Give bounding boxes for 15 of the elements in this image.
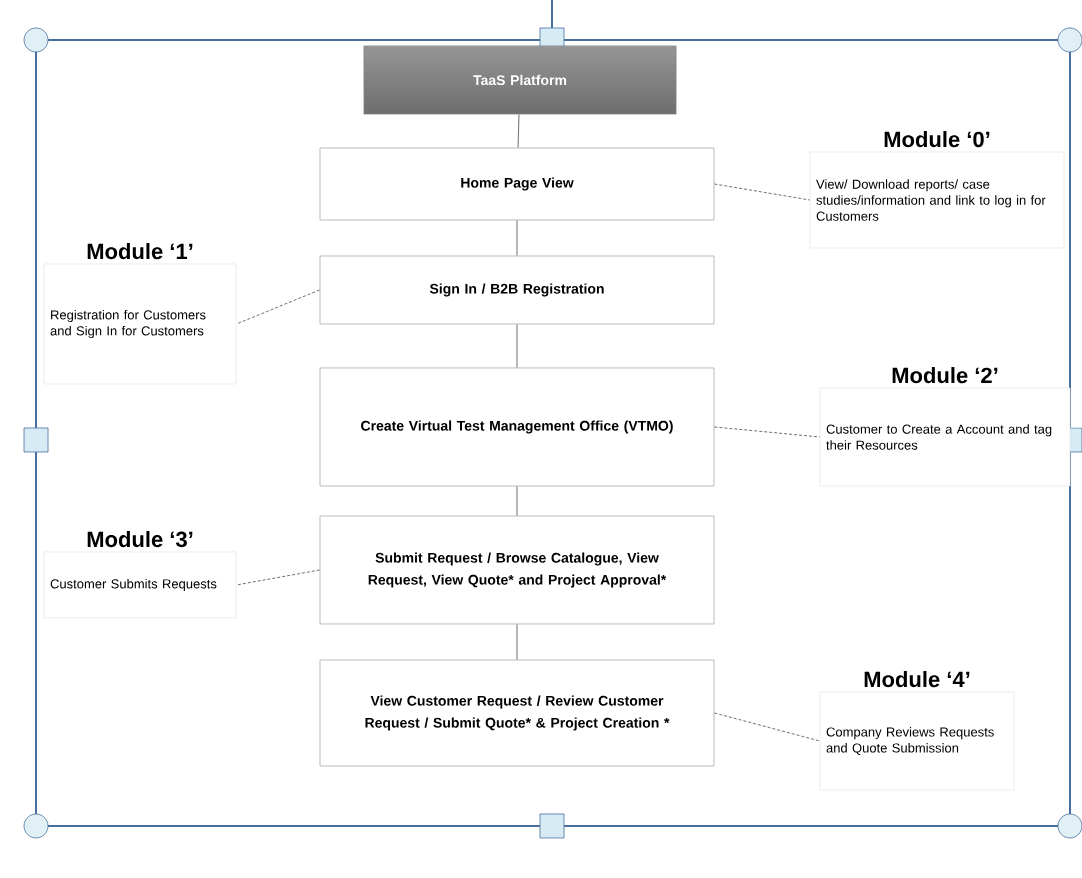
connector-line	[516, 323, 518, 369]
module-heading: Module ‘3’	[87, 531, 193, 548]
module-heading: Module ‘2’	[892, 367, 998, 384]
connector-line	[516, 219, 518, 257]
connector-line	[516, 623, 518, 661]
module-heading: Module ‘4’	[864, 671, 970, 688]
leader-line	[713, 183, 811, 201]
connector-line	[517, 113, 520, 149]
module-heading: Module ‘1’	[87, 243, 193, 260]
leader-line	[713, 712, 821, 742]
module-heading: Module ‘0’	[884, 131, 990, 148]
leader-line	[235, 289, 321, 325]
leader-line	[235, 569, 321, 586]
leader-line	[713, 426, 821, 438]
connector-line	[516, 485, 518, 517]
